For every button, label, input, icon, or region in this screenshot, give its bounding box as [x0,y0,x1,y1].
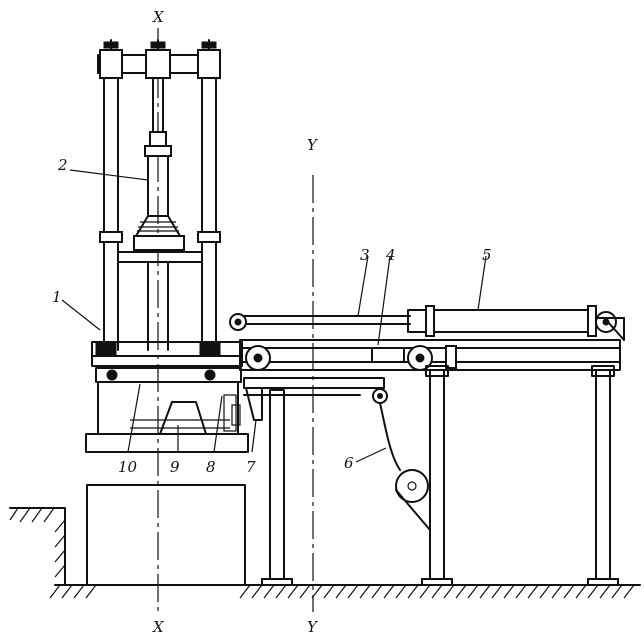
axis-x-bottom-label: X [152,618,165,636]
callout-5: 5 [482,246,492,264]
top-crosshead [97,39,221,79]
axis-y-top-label: Y [307,136,319,154]
callout-2: 2 [57,156,68,174]
axis-y-bottom-label: Y [307,618,319,636]
callout-8: 8 [206,458,216,476]
callout-3: 3 [360,246,370,264]
foundation-block [86,484,246,586]
callout-6: 6 [344,454,354,472]
support-columns [261,365,619,586]
hydraulic-ram [117,77,203,351]
callout-10: 10 [118,458,138,476]
band-reel [379,402,431,531]
callout-9: 9 [170,458,180,476]
callout-7: 7 [246,458,256,476]
callout-1: 1 [52,288,62,306]
die [159,401,207,435]
leader-lines [61,169,487,463]
press-columns [99,77,221,351]
axis-x-top-label: X [152,8,165,26]
callout-4: 4 [385,246,396,264]
pusher-assembly [229,305,625,421]
press-table [85,341,249,453]
floor [9,507,641,599]
